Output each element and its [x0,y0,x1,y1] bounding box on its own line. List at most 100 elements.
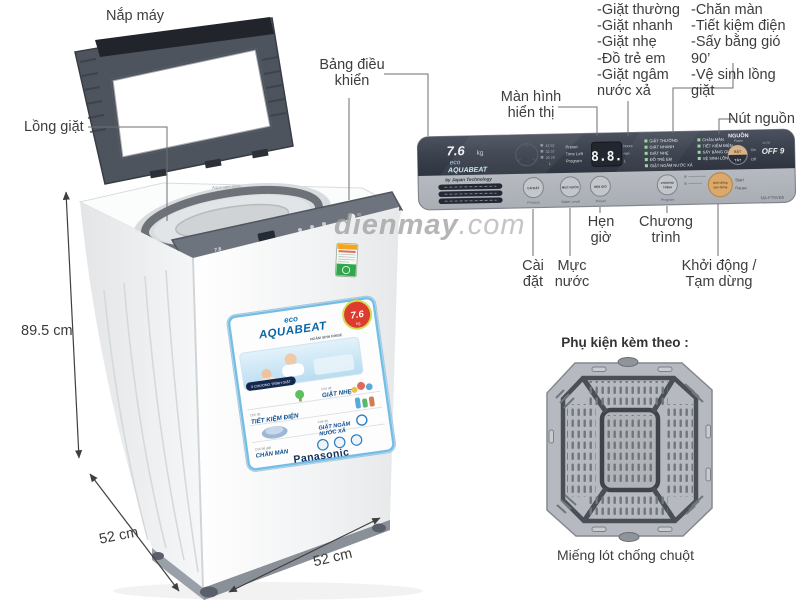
svg-text:TIẾT KIỆM ĐIỆN: TIẾT KIỆM ĐIỆN [702,143,732,149]
control-panel-enlarged: 7.6 kg eco AQUABEAT 42 52 32 37 20 29 L … [416,128,797,211]
sticker-row4-label: CHĂN MÀN [255,448,289,460]
panel-button-settings: CÀI ĐẶT Process [522,177,544,205]
svg-text:khởi động: khởi động [713,181,728,185]
sticker-tagline: NGÂM SPIN RINSE [310,332,343,342]
label-timer: Hẹn giờ [587,214,615,247]
dimension-arrows [62,191,381,593]
sticker-row2-pre: Chế độ [250,412,261,417]
sticker-capacity-value: 7.6 [350,309,365,322]
svg-text:hours: hours [623,144,632,148]
svg-text:42 52: 42 52 [545,144,554,148]
washing-machine-illustration: Aqua spin rinse 7.6 [74,17,423,600]
mat-edge-slots [548,366,711,532]
svg-text:Water Level: Water Level [561,200,580,204]
panel-program-list-right: CHĂN MÀN TIẾT KIỆM ĐIỆN SẤY BẰNG GIÓ 90'… [697,137,743,161]
panel-display [590,141,623,167]
svg-text:TRÌNH: TRÌNH [663,184,672,189]
panel-on-label: On [751,148,756,152]
sticker-eco-text: eco [284,314,299,325]
svg-text:HẸN GIỜ: HẸN GIỜ [594,184,607,189]
machine-top-deck: Aqua spin rinse 7.6 [78,182,404,274]
panel-button-preset: HẸN GIỜ Preset [589,175,611,203]
sticker-row3-pre: Chế độ [317,419,328,424]
svg-text:CHƯƠNG: CHƯƠNG [661,181,675,185]
panel-power-button: BẬT TẮT [727,144,748,165]
svg-text:Preset: Preset [565,144,578,149]
svg-text:VỆ SINH LỒNG GIẶT: VỆ SINH LỒNG GIẶT [703,155,743,161]
label-display: Màn hình hiển thị [500,89,562,122]
panel-feature-badges [438,183,503,205]
panel-capacity: 7.6 [446,143,465,158]
accessory-title: Phụ kiện kèm theo : [561,335,689,350]
panel-model-number: NA-F76VB6 [761,195,785,201]
line-panel-to-enlarged [384,73,429,136]
panel-display-captions: Preset Time Left Program [565,144,584,163]
label-settings: Cài đặt [522,258,544,291]
svg-text:Program: Program [566,158,583,163]
panel-start-label: Start [735,177,744,182]
svg-text:Time Left: Time Left [566,151,584,156]
front-sticker: eco AQUABEAT 7.6 kg NGÂM SPIN RINSE 9 CH… [226,295,396,472]
svg-text:SẤY BẰNG GIÓ 90': SẤY BẰNG GIÓ 90' [703,149,738,155]
panel-power-sub: Power [734,139,744,143]
panel-off-label: Off [751,157,757,161]
panel-power-label: NGUỒN [728,132,749,139]
svg-text:GIẶT NGÂM NƯỚC XẢ: GIẶT NGÂM NƯỚC XẢ [650,162,693,168]
panel-button-water-level: MỰC NƯỚC Water Level [559,176,581,204]
line-drum [88,126,168,221]
panel-tech-line: by Japan Technology [445,176,492,182]
svg-text:32 37: 32 37 [546,150,555,154]
svg-text:MỰC NƯỚC: MỰC NƯỚC [562,184,580,189]
width-arrow [228,517,381,593]
label-lid: Nắp máy [106,8,165,24]
panel-capacity-unit: kg [477,150,484,157]
panel-water-levels: 42 52 32 37 20 29 L [540,144,555,166]
sticker-capacity-badge [342,299,373,330]
label-program-list-right: -Chăn màn -Tiết kiệm điện -Sấy bằng gió … [691,2,786,100]
panel-display-value: 8.8. [591,149,623,165]
sticker-row1-pre: Chế độ [321,386,332,391]
line-programs-right [672,63,734,133]
accessory-caption: Miếng lót chống chuột [557,547,694,563]
svg-text:L: L [624,159,626,163]
panel-button-program: CHƯƠNG TRÌNH Program [656,174,678,202]
svg-text:GIẶT NHẸ: GIẶT NHẸ [650,150,669,155]
svg-text:CHĂN MÀN: CHĂN MÀN [702,137,724,142]
svg-text:Preset: Preset [596,199,606,203]
machine-foot [372,523,386,533]
svg-text:TẮT: TẮT [734,157,742,162]
panel-aquabeat: AQUABEAT [447,167,488,175]
aqua-spin-rinse-label: Aqua spin rinse [211,183,242,190]
machine-shadow [113,582,423,600]
machine-foot [200,586,218,598]
svg-text:L: L [549,162,551,166]
depth-arrow [89,473,180,592]
panel-pause-label: Pause [735,185,747,190]
sticker-programs-badge: 9 CHƯƠNG TRÌNH GIẶT [251,380,292,390]
svg-text:Process: Process [527,200,540,204]
label-start-pause: Khởi động / Tạm dừng [681,258,757,291]
sticker-row3-label2: NƯỚC XẢ [319,426,346,438]
mat-corner-hatches [555,383,704,515]
left-face-grooves [103,269,199,573]
svg-text:min: min [624,152,630,156]
energy-label-sticker [334,242,359,278]
dimension-height: 89.5 cm [21,323,73,339]
panel-display-units: hours min L [623,144,632,163]
svg-text:7.6: 7.6 [214,246,222,253]
line-display [558,106,598,136]
label-drum: Lồng giặt [24,119,84,135]
line-power [718,118,735,134]
panel-auto-off-logo: OFF 9 [762,146,785,155]
svg-text:BẬT: BẬT [734,149,742,154]
svg-text:CÀI ĐẶT: CÀI ĐẶT [527,185,539,190]
svg-text:GIẶT NHANH: GIẶT NHANH [649,144,674,150]
panel-button-start-pause: khởi động tạm dừng [707,172,733,198]
sticker-capacity-unit: kg [356,320,361,326]
label-program: Chương trình [639,214,693,247]
svg-text:GIẶT THƯỜNG: GIẶT THƯỜNG [649,138,678,144]
svg-text:20 29: 20 29 [546,156,555,160]
label-program-list-left: -Giặt thường -Giặt nhanh -Giặt nhẹ -Đồ t… [597,2,680,100]
sticker-row4-pre: Chế độ giặt [255,446,272,452]
